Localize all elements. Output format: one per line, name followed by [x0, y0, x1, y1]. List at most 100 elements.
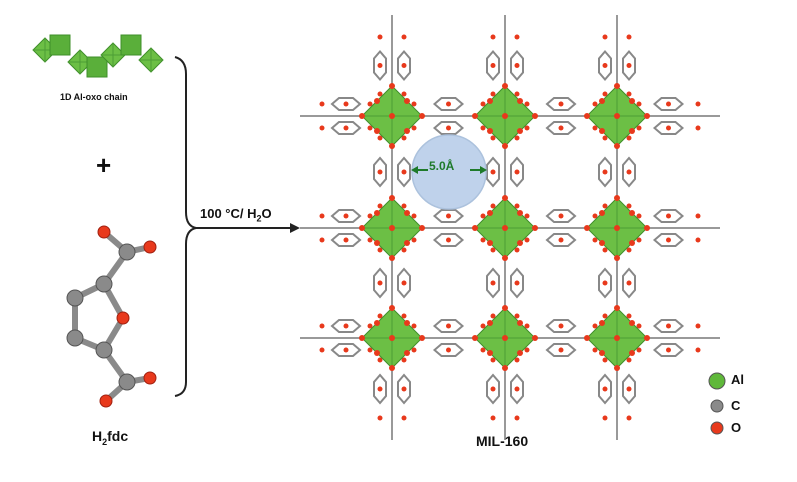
oxygen-atom [636, 347, 642, 353]
oxygen-atom [446, 347, 451, 353]
furan-ring [432, 319, 465, 333]
oxygen-atom [629, 128, 635, 134]
oxygen-atom [374, 320, 380, 326]
oxygen-atom [319, 347, 325, 353]
oxygen-atom [666, 101, 671, 107]
oxygen-atom [377, 280, 383, 286]
carbon-atom [66, 289, 84, 307]
oxygen-atom [490, 247, 496, 253]
oxygen-atom [401, 34, 407, 40]
oxygen-atom [524, 213, 530, 219]
oxygen-atom [614, 255, 620, 261]
oxygen-atom [602, 357, 608, 363]
oxygen-atom [389, 305, 395, 311]
oxygen-atom [401, 415, 407, 421]
oxygen-atom [401, 169, 407, 175]
legend-swatch-o [710, 421, 724, 435]
oxygen-atom [404, 350, 410, 356]
oxygen-atom [502, 143, 508, 149]
oxygen-atom [411, 347, 417, 353]
oxygen-atom [629, 350, 635, 356]
furan-ring [622, 49, 636, 82]
reaction-condition: 100 °C/ H2O [200, 206, 272, 224]
oxygen-atom [599, 320, 605, 326]
oxygen-atom [487, 240, 493, 246]
oxygen-atom [514, 34, 520, 40]
oxygen-atom [602, 63, 608, 68]
oxygen-atom [514, 280, 520, 286]
oxygen-atom [359, 225, 365, 231]
oxygen-atom [490, 280, 496, 286]
oxygen-atom [377, 386, 383, 392]
oxygen-atom [401, 313, 407, 319]
oxygen-atom [666, 125, 671, 131]
furan-ring [397, 267, 411, 299]
oxygen-atom [401, 63, 407, 68]
oxygen-atom [514, 203, 520, 209]
furan-ring [510, 49, 524, 82]
oxygen-atom [374, 98, 380, 104]
oxygen-atom [599, 98, 605, 104]
oxygen-atom [367, 347, 373, 353]
oxygen-atom [490, 135, 496, 141]
pore-arrow-left-head [411, 166, 418, 174]
oxygen-atom [419, 225, 425, 231]
furan-ring [652, 209, 685, 223]
oxygen-atom [599, 128, 605, 134]
oxygen-atom [377, 34, 383, 40]
oxygen-atom [419, 113, 425, 119]
oxygen-atom [695, 323, 701, 329]
oxygen-atom [319, 125, 325, 131]
oxygen-atom [389, 225, 395, 231]
oxygen-atom [517, 210, 523, 216]
oxygen-atom [524, 237, 530, 243]
oxygen-atom [644, 113, 650, 119]
oxygen-atom [367, 101, 373, 107]
legend-label-al: Al [731, 372, 744, 387]
furan-ring [598, 156, 612, 188]
furan-ring [486, 49, 500, 82]
oxygen-atom [592, 213, 598, 219]
oxygen-atom [558, 125, 564, 131]
oxygen-atom [666, 237, 671, 243]
oxygen-atom [480, 213, 486, 219]
furan-ring [622, 156, 636, 188]
oxygen-atom [602, 34, 608, 40]
furan-ring [373, 267, 387, 299]
oxygen-atom [319, 101, 325, 107]
oxygen-atom [377, 63, 383, 68]
furan-ring [545, 209, 577, 223]
oxygen-atom [514, 91, 520, 97]
octahedron [120, 34, 142, 56]
furan-ring [330, 319, 362, 333]
oxygen-atom [319, 323, 325, 329]
oxygen-atom [614, 365, 620, 371]
oxygen-atom [319, 237, 325, 243]
oxygen-atom [602, 247, 608, 253]
oxygen-atom [490, 169, 496, 175]
oxygen-atom [374, 240, 380, 246]
furan-ring [432, 209, 465, 223]
legend-swatch-al [708, 372, 726, 390]
oxygen-atom [374, 350, 380, 356]
oxygen-atom [343, 237, 349, 243]
oxygen-atom [636, 323, 642, 329]
oxygen-atom [143, 240, 157, 254]
furan-ring [545, 343, 577, 357]
arrow-head [290, 223, 300, 233]
oxygen-atom [480, 237, 486, 243]
oxygen-atom [558, 347, 564, 353]
furan-ring [330, 97, 362, 111]
oxygen-atom [389, 195, 395, 201]
oxygen-atom [401, 247, 407, 253]
ligand-label: H2fdc [92, 428, 129, 447]
oxygen-atom [602, 386, 608, 392]
octahedron [86, 56, 108, 78]
pore-size-label: 5.0Å [429, 159, 455, 173]
oxygen-atom [602, 135, 608, 141]
oxygen-atom [517, 240, 523, 246]
furan-ring [598, 49, 612, 82]
oxygen-atom [636, 125, 642, 131]
oxygen-atom [517, 350, 523, 356]
oxygen-atom [377, 135, 383, 141]
